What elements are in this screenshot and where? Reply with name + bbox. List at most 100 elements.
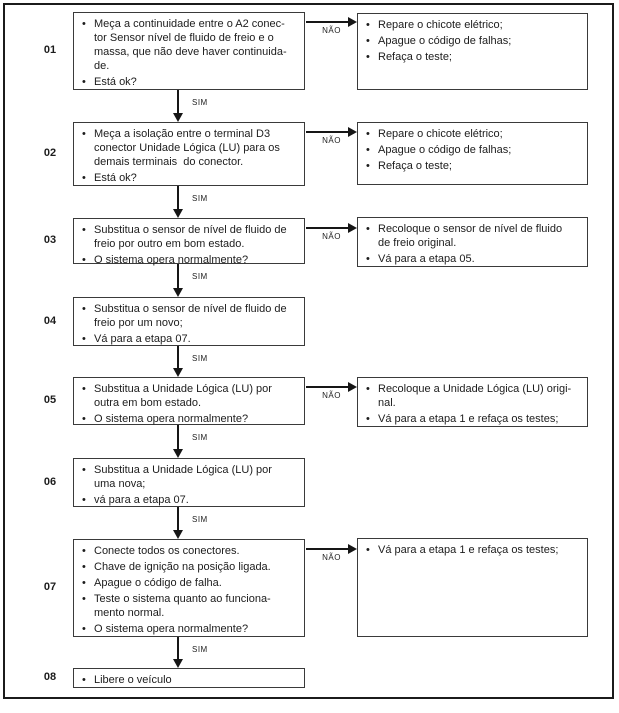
- no-label: NÃO: [322, 26, 341, 35]
- bullet-item: • Teste o sistema quanto ao funciona- men…: [80, 592, 301, 620]
- bullet-item: •Vá para a etapa 1 e refaça os testes;: [364, 543, 584, 557]
- no-item-text: Apague o código de falhas;: [378, 35, 512, 47]
- action-box-03: •Substitua o sensor de nível de fluido d…: [73, 218, 305, 267]
- step-number: 04: [43, 314, 57, 327]
- remedy-box-07: •Vá para a etapa 1 e refaça os testes;: [357, 538, 588, 637]
- action-item-text: Teste o sistema quanto ao funciona- ment…: [94, 593, 271, 619]
- yes-label: SIM: [192, 645, 208, 654]
- action-item-text: O sistema opera normalmente?: [94, 254, 249, 266]
- yes-arrow: [177, 637, 179, 659]
- no-item-text: Vá para a etapa 05.: [378, 253, 475, 265]
- action-item-text: Está ok?: [94, 76, 137, 88]
- bullet-item: •Está ok?: [80, 171, 301, 185]
- bullet-icon: •: [82, 674, 86, 686]
- bullet-item: • Apague o código de falhas;: [364, 34, 584, 48]
- bullet-icon: •: [82, 383, 86, 395]
- no-arrow: [306, 21, 348, 23]
- yes-label: SIM: [192, 515, 208, 524]
- bullet-icon: •: [82, 577, 86, 589]
- bullet-icon: •: [82, 413, 86, 425]
- bullet-icon: •: [82, 494, 86, 506]
- bullet-icon: •: [82, 333, 86, 345]
- bullet-icon: •: [82, 76, 86, 88]
- yes-label: SIM: [192, 354, 208, 363]
- no-label: NÃO: [322, 391, 341, 400]
- step-number: 07: [43, 581, 57, 593]
- bullet-icon: •: [366, 383, 370, 395]
- action-box-02: •Meça a isolação entre o terminal D3 con…: [73, 122, 305, 186]
- action-box-05: • Substitua a Unidade Lógica (LU) por out…: [73, 377, 305, 425]
- action-item-text: O sistema opera normalmente?: [94, 413, 249, 425]
- bullet-item: •Meça a isolação entre o terminal D3 con…: [80, 127, 301, 169]
- bullet-item: • Substitua a Unidade Lógica (LU) por uma…: [80, 463, 301, 491]
- bullet-icon: •: [366, 144, 370, 156]
- bullet-icon: •: [82, 464, 86, 476]
- no-item-text: Repare o chicote elétrico;: [378, 128, 503, 140]
- yes-arrowhead-icon: [173, 288, 183, 297]
- bullet-icon: •: [366, 51, 370, 63]
- bullet-icon: •: [366, 35, 370, 47]
- bullet-item: •O sistema opera normalmente?: [80, 253, 301, 267]
- step-number: 01: [43, 44, 57, 56]
- bullet-item: •Vá para a etapa 1 e refaça os testes;: [364, 412, 584, 426]
- yes-arrowhead-icon: [173, 209, 183, 218]
- action-box-07: • Conecte todos os conectores. • Chave de i…: [73, 539, 305, 637]
- bullet-item: •Refaça o teste;: [364, 159, 584, 173]
- yes-arrow: [177, 507, 179, 530]
- bullet-icon: •: [366, 223, 370, 235]
- bullet-item: • Vá para a etapa 07.: [80, 332, 301, 346]
- no-arrowhead-icon: [348, 17, 357, 27]
- action-item-text: Está ok?: [94, 172, 137, 184]
- bullet-icon: •: [82, 545, 86, 557]
- bullet-item: • Recoloque a Unidade Lógica (LU) origi- …: [364, 382, 584, 410]
- step-number: 02: [43, 147, 57, 159]
- yes-arrowhead-icon: [173, 113, 183, 122]
- bullet-icon: •: [366, 253, 370, 265]
- yes-arrowhead-icon: [173, 449, 183, 458]
- yes-arrow: [177, 186, 179, 209]
- action-item-text: Meça a continuidade entre o A2 conec- to…: [94, 18, 287, 72]
- action-box-06: • Substitua a Unidade Lógica (LU) por uma…: [73, 458, 305, 507]
- bullet-icon: •: [366, 544, 370, 556]
- action-item-text: Vá para a etapa 07.: [94, 333, 191, 345]
- bullet-item: •Apague o código de falhas;: [364, 143, 584, 157]
- no-arrowhead-icon: [348, 127, 357, 137]
- yes-arrow: [177, 346, 179, 368]
- bullet-item: •O sistema opera normalmente?: [80, 622, 301, 636]
- no-arrow: [306, 386, 348, 388]
- yes-arrowhead-icon: [173, 368, 183, 377]
- bullet-icon: •: [366, 413, 370, 425]
- action-item-text: Meça a isolação entre o terminal D3 cone…: [94, 128, 280, 168]
- action-item-text: O sistema opera normalmente?: [94, 623, 249, 635]
- bullet-item: • O sistema opera normalmente?: [80, 412, 301, 426]
- action-box-04: • Substitua o sensor de nível de fluido d…: [73, 297, 305, 346]
- no-label: NÃO: [322, 136, 341, 145]
- action-item-text: Substitua a Unidade Lógica (LU) por uma …: [94, 464, 272, 490]
- action-item-text: vá para a etapa 07.: [94, 494, 189, 506]
- no-arrow: [306, 227, 348, 229]
- no-arrowhead-icon: [348, 223, 357, 233]
- bullet-icon: •: [366, 19, 370, 31]
- bullet-item: •Substitua o sensor de nível de fluido d…: [80, 223, 301, 251]
- action-item-text: Substitua o sensor de nível de fluido de…: [94, 303, 287, 329]
- action-item-text: Substitua a Unidade Lógica (LU) por outr…: [94, 383, 272, 409]
- bullet-icon: •: [82, 593, 86, 605]
- no-arrowhead-icon: [348, 544, 357, 554]
- action-item-text: Chave de ignição na posição ligada.: [94, 561, 271, 573]
- no-label: NÃO: [322, 553, 341, 562]
- yes-arrow: [177, 264, 179, 288]
- bullet-item: •Repare o chicote elétrico;: [364, 127, 584, 141]
- yes-label: SIM: [192, 433, 208, 442]
- remedy-box-02: •Repare o chicote elétrico;•Apague o cód…: [357, 122, 588, 185]
- bullet-item: • Substitua a Unidade Lógica (LU) por out…: [80, 382, 301, 410]
- no-label: NÃO: [322, 232, 341, 241]
- action-box-01: • Meça a continuidade entre o A2 conec- t…: [73, 12, 305, 90]
- yes-arrow: [177, 90, 179, 113]
- bullet-icon: •: [82, 224, 86, 236]
- action-box-08: •Libere o veículo: [73, 668, 305, 688]
- no-item-text: Recoloque a Unidade Lógica (LU) origi- n…: [378, 383, 572, 409]
- no-item-text: Refaça o teste;: [378, 160, 452, 172]
- bullet-icon: •: [82, 18, 86, 30]
- action-item-text: Conecte todos os conectores.: [94, 545, 240, 557]
